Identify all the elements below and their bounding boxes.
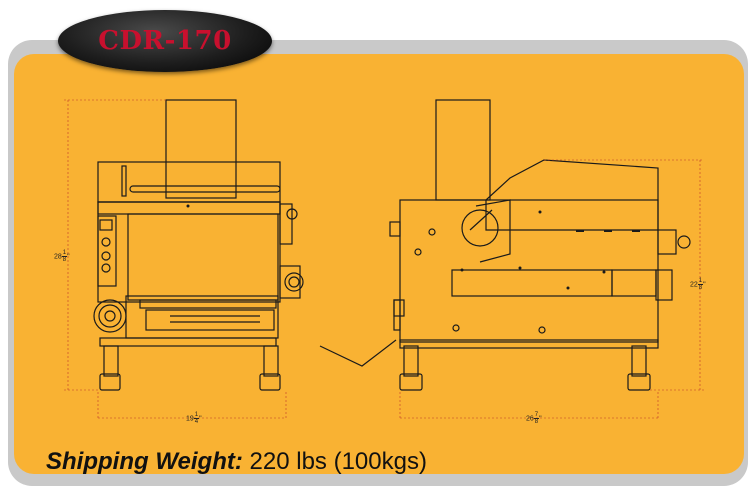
side-leg-right [631,345,647,377]
side-dim-lines [399,159,704,420]
badge-oval [58,10,272,72]
front-view [93,99,304,391]
side-leg-left [403,345,419,377]
model-badge: CDR-170 [58,10,272,72]
side-hopper [435,99,491,201]
side-markings [460,210,640,290]
side-gauge [461,209,499,247]
side-track [451,269,613,297]
shipping-weight-label: Shipping Weight: [46,448,243,475]
diagram-panel [14,54,744,474]
side-view [319,99,691,391]
front-hopper [165,99,237,199]
front-leg-right [263,345,279,377]
front-dim-lines [64,99,287,420]
front-main-body [97,201,281,303]
side-main-body [399,199,659,343]
model-title: CDR-170 [98,26,232,56]
side-cover [485,159,659,231]
side-discharge-chute [319,339,397,367]
front-leg-left [103,345,119,377]
front-control-panel [97,215,117,287]
shipping-weight-value: 220 lbs (100kgs) [249,448,427,475]
shipping-weight: Shipping Weight: 220 lbs (100kgs) [46,448,427,476]
